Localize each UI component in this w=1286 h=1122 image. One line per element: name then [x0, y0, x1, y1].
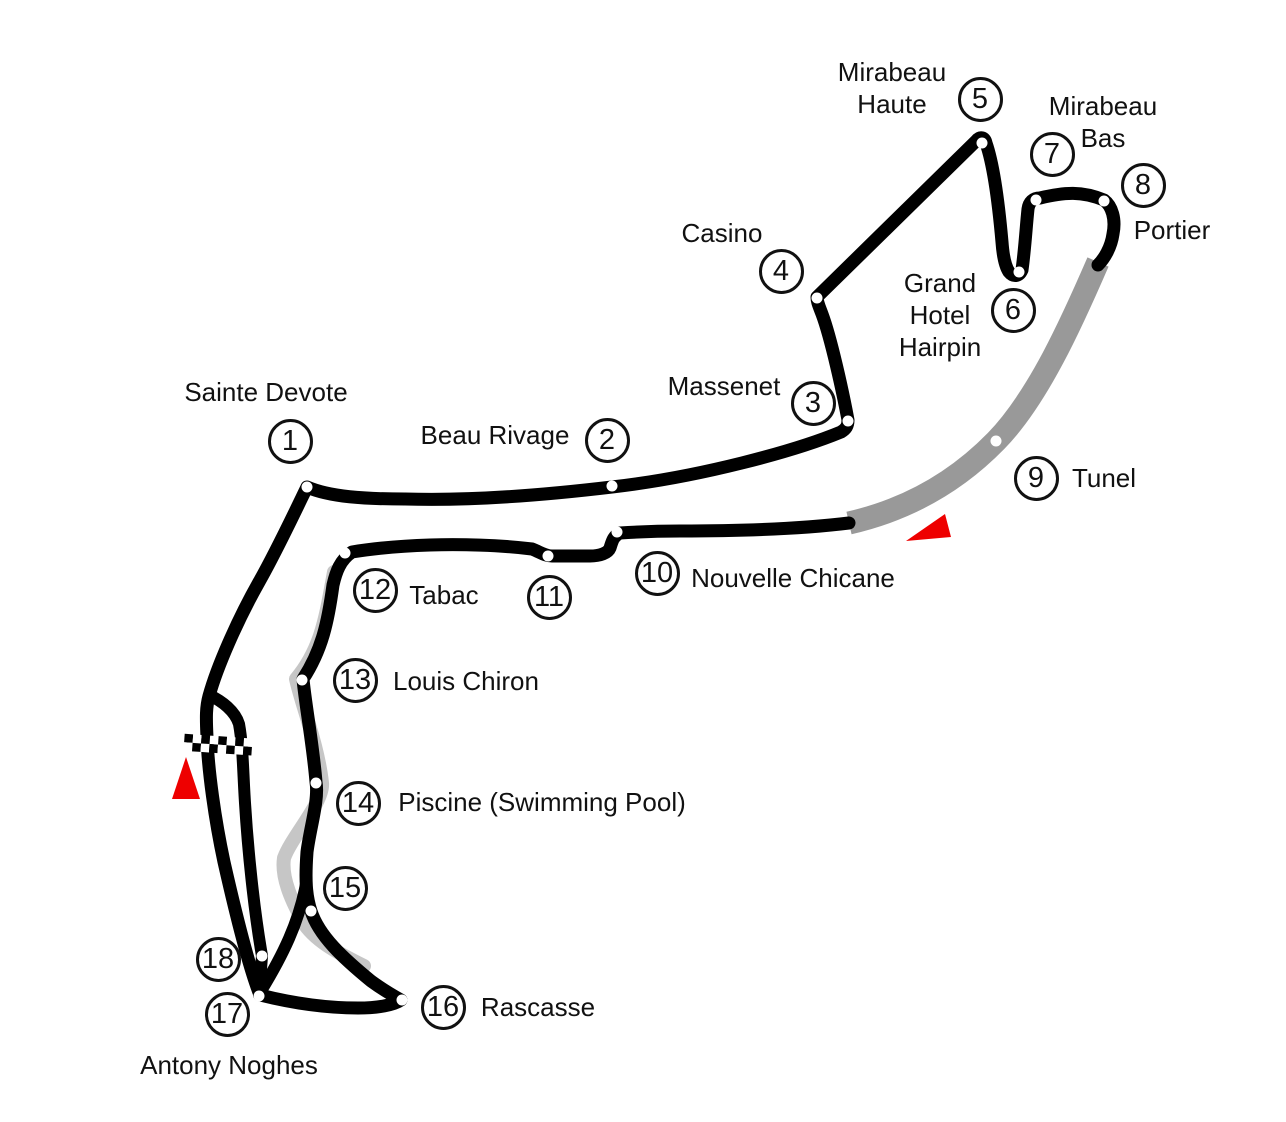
corner-dot-11: [542, 550, 554, 562]
corner-dot-9: [990, 435, 1002, 447]
corner-label-1: Sainte Devote: [184, 377, 348, 407]
corner-dot-2: [606, 480, 618, 492]
corner-label-3: Massenet: [667, 371, 781, 401]
corner-dot-6: [1013, 266, 1025, 278]
track-outline: [199, 131, 1121, 1015]
corner-label-14: Piscine (Swimming Pool): [398, 787, 686, 817]
corner-circle-7: 7: [1029, 131, 1075, 177]
corner-circle-1: 1: [267, 418, 313, 464]
start-finish-line: [183, 733, 253, 756]
corner-circle-16: 16: [420, 984, 466, 1030]
corner-dot-1: [301, 481, 313, 493]
corner-circle-8: 8: [1120, 162, 1166, 208]
corner-circle-10: 10: [634, 550, 680, 596]
corner-circle-3: 3: [790, 380, 836, 426]
corner-circle-5: 5: [957, 76, 1003, 122]
annotation-label-0: Antony Noghes: [140, 1050, 318, 1080]
corner-dot-12: [339, 547, 351, 559]
direction-arrow-start: [172, 757, 200, 799]
corner-circle-6: 6: [990, 287, 1036, 333]
corner-dot-14: [310, 777, 322, 789]
corner-circle-2: 2: [584, 417, 630, 463]
corner-label-4: Casino: [681, 218, 763, 248]
corner-dot-15: [305, 905, 317, 917]
corner-circle-12: 12: [352, 567, 398, 613]
corner-dot-8: [1098, 195, 1110, 207]
corner-circle-11: 11: [526, 574, 572, 620]
corner-dot-7: [1030, 194, 1042, 206]
corner-label-13: Louis Chiron: [393, 666, 539, 696]
corner-circle-18: 18: [195, 936, 241, 982]
corner-dot-13: [296, 674, 308, 686]
direction-arrow-tunnel: [906, 514, 951, 541]
corner-dot-4: [811, 292, 823, 304]
corner-label-8: Portier: [1133, 215, 1211, 245]
corner-dot-10: [611, 526, 623, 538]
corner-label-2: Beau Rivage: [420, 420, 570, 450]
corner-label-10: Nouvelle Chicane: [691, 563, 895, 593]
corner-dot-16: [396, 994, 408, 1006]
corner-dot-17: [253, 990, 265, 1002]
corner-circle-4: 4: [758, 248, 804, 294]
corner-circle-15: 15: [322, 865, 368, 911]
corner-circle-13: 13: [332, 657, 378, 703]
corner-dot-18: [256, 950, 268, 962]
corner-label-16: Rascasse: [480, 992, 596, 1022]
corner-dots: [253, 137, 1110, 1006]
inner-link-road: [255, 878, 312, 997]
corner-dot-3: [842, 415, 854, 427]
corner-circle-9: 9: [1013, 455, 1059, 501]
corner-dot-5: [976, 137, 988, 149]
corner-label-12: Tabac: [409, 580, 479, 610]
corner-label-9: Tunel: [1071, 463, 1137, 493]
corner-circle-14: 14: [335, 780, 381, 826]
pit-lane: [203, 689, 268, 962]
corner-circle-17: 17: [204, 991, 250, 1037]
